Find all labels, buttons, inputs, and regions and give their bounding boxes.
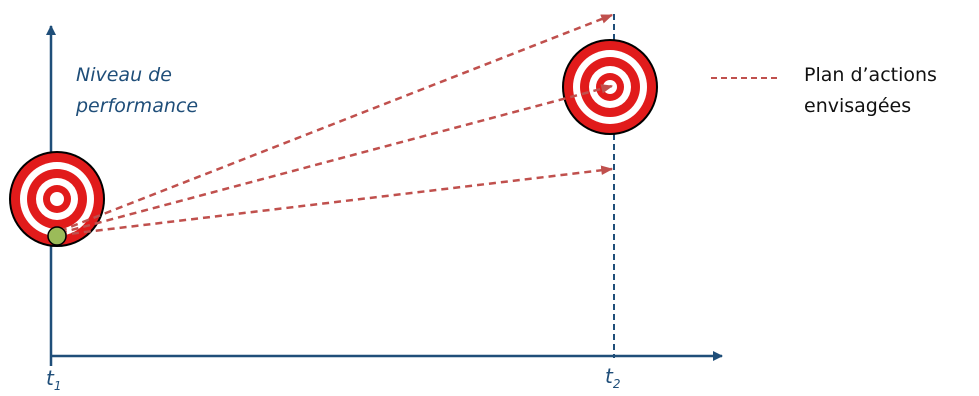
- action-arrow-3: [59, 165, 614, 237]
- start-target: [9, 151, 105, 247]
- start-point: [47, 226, 67, 246]
- y-axis-label-line2: performance: [76, 95, 199, 117]
- t1-label: t1: [46, 366, 62, 393]
- legend-label: Plan d’actions envisagées: [804, 60, 937, 122]
- legend-label-line2: envisagées: [804, 95, 912, 117]
- y-axis-label-line1: Niveau de: [76, 64, 172, 86]
- legend-swatch: [711, 77, 777, 79]
- t2-label: t2: [605, 364, 621, 391]
- performance-diagram: [9, 13, 723, 366]
- y-axis-label: Niveau de performance: [76, 60, 198, 122]
- legend-label-line1: Plan d’actions: [804, 64, 937, 86]
- action-arrow-1: [59, 13, 614, 233]
